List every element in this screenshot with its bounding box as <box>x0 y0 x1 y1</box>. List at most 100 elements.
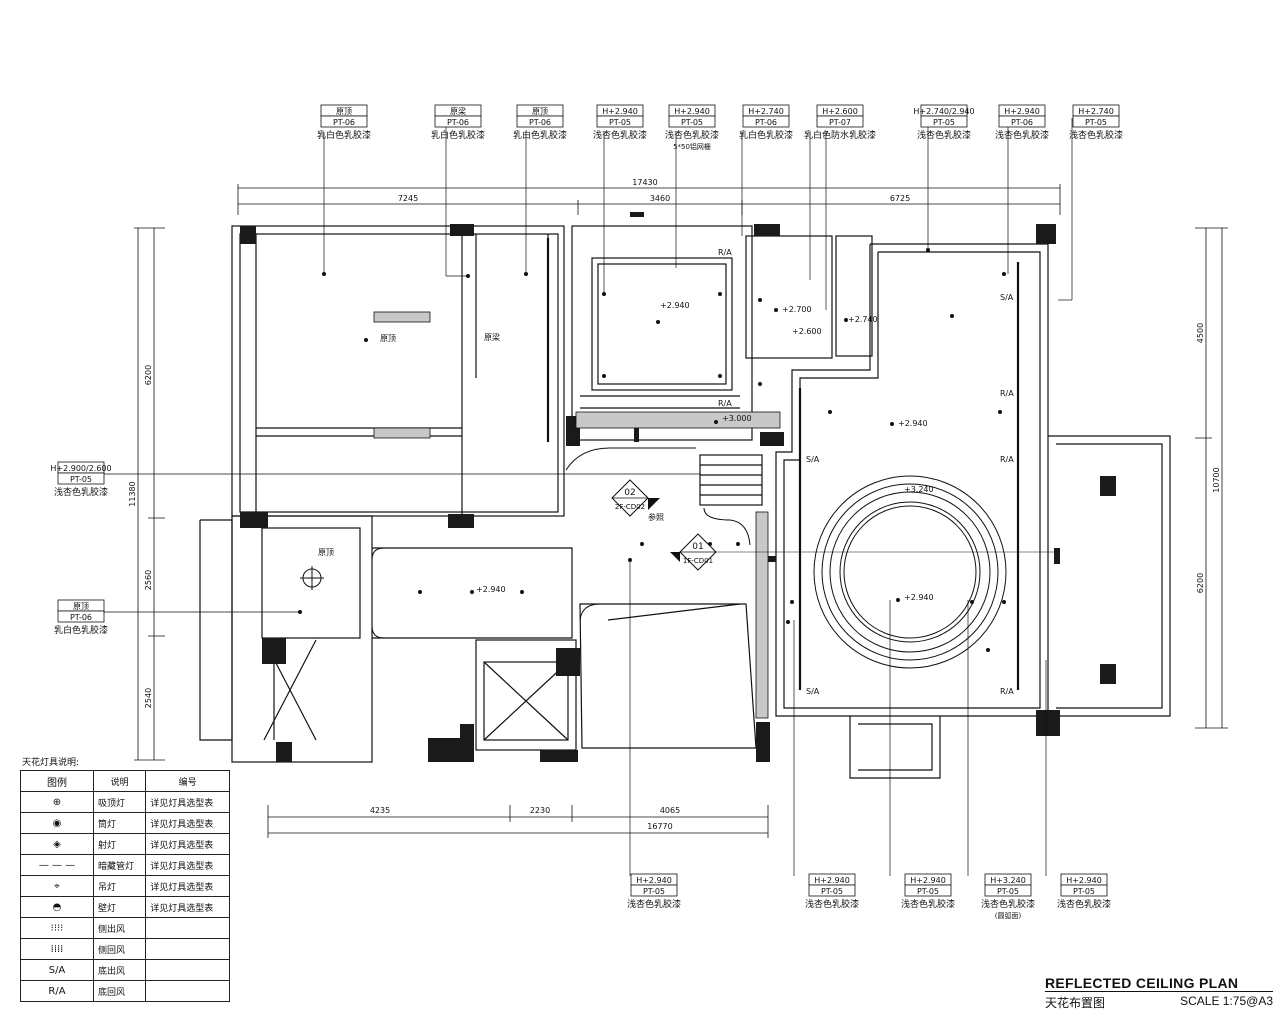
bottom-tag-code: H+2.940 <box>910 876 946 885</box>
callout-01-number: 01 <box>692 542 703 552</box>
section-callout-01: 01 1F-CD01 <box>670 533 1054 571</box>
legend-code: 详见灯具选型表 <box>145 875 230 897</box>
top-tag-mat: PT-05 <box>1085 118 1107 127</box>
label-ra-5: R/A <box>718 399 732 408</box>
legend-symbol-icon: ⁝⁝⁝⁝ <box>20 917 94 939</box>
legend-symbol-icon: ⌖ <box>20 875 94 897</box>
label-ra-3: R/A <box>1000 687 1014 696</box>
circular-dome <box>813 475 1007 669</box>
legend-symbol-icon: ⊕ <box>20 791 94 813</box>
left-tag-desc: 浅杏色乳胶漆 <box>54 486 108 498</box>
label-ra-2: R/A <box>1000 455 1014 464</box>
ceiling-tags-bottom: H+2.940PT-05浅杏色乳胶漆H+2.940PT-05浅杏色乳胶漆H+2.… <box>627 873 1111 920</box>
legend-code: 详见灯具选型表 <box>145 896 230 918</box>
legend-row: ⁝⁝⁝⁝侧出风 <box>20 917 230 939</box>
legend-symbol-icon: ◓ <box>20 896 94 918</box>
drawing-title-english: REFLECTED CEILING PLAN <box>1045 975 1273 992</box>
dim-left-c: 2540 <box>144 688 153 708</box>
legend-row: ⌖吊灯详见灯具选型表 <box>20 875 230 897</box>
left-dimension-chain <box>134 227 165 761</box>
left-tag-desc: 乳白色乳胶漆 <box>54 624 108 636</box>
top-tag-desc: 浅杏色乳胶漆 <box>917 129 971 141</box>
label-elev-3000: +3.000 <box>722 414 752 423</box>
legend-name: 吸顶灯 <box>92 791 147 813</box>
top-tag-mat: PT-06 <box>333 118 355 127</box>
legend-name: 底回风 <box>92 980 147 1002</box>
label-elev-2940-d: +2.940 <box>476 585 506 594</box>
top-tag-code: H+2.940 <box>1004 107 1040 116</box>
label-elev-2940-a: +2.940 <box>660 301 690 310</box>
legend-symbol-icon: R/A <box>20 980 94 1002</box>
label-ra-4: R/A <box>718 248 732 257</box>
top-tag-mat: PT-06 <box>1011 118 1033 127</box>
label-elev-2740: +2.740 <box>848 315 878 324</box>
pendant-light-icon <box>300 566 324 590</box>
legend-header-symbol: 图例 <box>20 770 94 792</box>
legend-name: 筒灯 <box>92 812 147 834</box>
bottom-tag-mat: PT-05 <box>821 887 843 896</box>
top-tag-code: 原梁 <box>450 107 466 116</box>
legend-code <box>145 959 230 981</box>
corridor-rounded-edges <box>371 447 751 639</box>
callout-01-reference: 1F-CD01 <box>683 557 713 565</box>
top-tag-code: H+2.740 <box>1078 107 1114 116</box>
top-tag-mat: PT-06 <box>755 118 777 127</box>
section-callout-02: 02 2F-CD02 参照 <box>611 479 664 522</box>
plan-walls <box>199 225 1171 779</box>
top-tag-mat: PT-05 <box>609 118 631 127</box>
legend-name: 底出风 <box>92 959 147 981</box>
legend-row: ◓壁灯详见灯具选型表 <box>20 896 230 918</box>
label-orig-ceiling-1: 原顶 <box>380 334 396 343</box>
bottom-tag-code: H+3.240 <box>990 876 1026 885</box>
dim-left-a: 6200 <box>144 365 153 385</box>
legend-row: ◈射灯详见灯具选型表 <box>20 833 230 855</box>
legend-symbol-icon: ◉ <box>20 812 94 834</box>
legend-code: 详见灯具选型表 <box>145 812 230 834</box>
label-elev-2600: +2.600 <box>792 327 822 336</box>
top-tag-code: H+2.940 <box>674 107 710 116</box>
bottom-tag-mat: PT-05 <box>997 887 1019 896</box>
legend-symbol-icon: ◈ <box>20 833 94 855</box>
legend-name: 侧出风 <box>92 917 147 939</box>
label-sa-2: S/A <box>806 455 820 464</box>
title-block: REFLECTED CEILING PLAN 天花布置图 SCALE 1:75@… <box>1045 975 1273 1011</box>
legend-row: — — —暗藏管灯详见灯具选型表 <box>20 854 230 876</box>
ceiling-tags-top: 原顶PT-06乳白色乳胶漆原梁PT-06乳白色乳胶漆原顶PT-06乳白色乳胶漆H… <box>317 104 1123 151</box>
legend-title: 天花灯具说明: <box>22 758 80 768</box>
top-tag-desc: 浅杏色乳胶漆 <box>995 129 1049 141</box>
bottom-tag-desc: 浅杏色乳胶漆 <box>981 898 1035 910</box>
top-tag-code: H+2.740/2.940 <box>913 107 974 116</box>
top-tag-mat: PT-06 <box>447 118 469 127</box>
dim-left-total: 11380 <box>128 481 137 506</box>
legend-name: 吊灯 <box>92 875 147 897</box>
fixture-legend-table: 图例 说明 编号 ⊕吸顶灯详见灯具选型表◉筒灯详见灯具选型表◈射灯详见灯具选型表… <box>20 770 230 1002</box>
callout-02-note: 参照 <box>648 512 664 522</box>
left-tag-code: 原顶 <box>73 602 89 611</box>
bottom-tag-mat: PT-05 <box>917 887 939 896</box>
bottom-tag-code: H+2.940 <box>1066 876 1102 885</box>
drawing-title-chinese: 天花布置图 <box>1045 996 1106 1010</box>
legend-name: 壁灯 <box>92 896 147 918</box>
beam-patches <box>373 311 781 719</box>
bottom-tag-extra: (圆弧面) <box>995 911 1022 920</box>
legend-symbol-icon: ⁞⁞⁞⁞ <box>20 938 94 960</box>
legend-row: ◉筒灯详见灯具选型表 <box>20 812 230 834</box>
top-tag-mat: PT-05 <box>681 118 703 127</box>
legend-code: 详见灯具选型表 <box>145 791 230 813</box>
legend-header-name: 说明 <box>92 770 147 792</box>
legend-code: 详见灯具选型表 <box>145 833 230 855</box>
label-elev-2940-c: +2.940 <box>904 593 934 602</box>
top-tag-mat: PT-05 <box>933 118 955 127</box>
top-tag-desc: 乳白色乳胶漆 <box>513 129 567 141</box>
label-orig-ceiling-2: 原顶 <box>318 548 334 557</box>
dim-right-total: 10700 <box>1212 467 1221 492</box>
label-sa-1: S/A <box>1000 293 1014 302</box>
label-elev-3240: +3.240 <box>904 485 934 494</box>
